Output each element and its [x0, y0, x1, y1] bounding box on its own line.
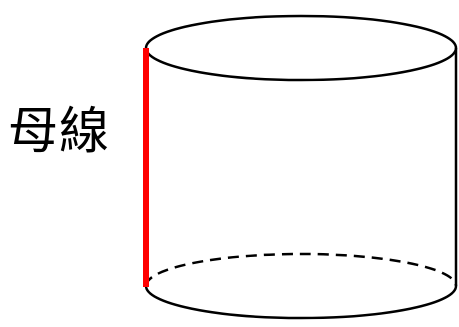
cylinder-bottom-back-arc: [144, 252, 458, 287]
cylinder-bottom-front-arc: [144, 285, 458, 320]
generatrix-label: 母線: [8, 102, 110, 160]
cylinder-top-ellipse: [144, 14, 458, 82]
